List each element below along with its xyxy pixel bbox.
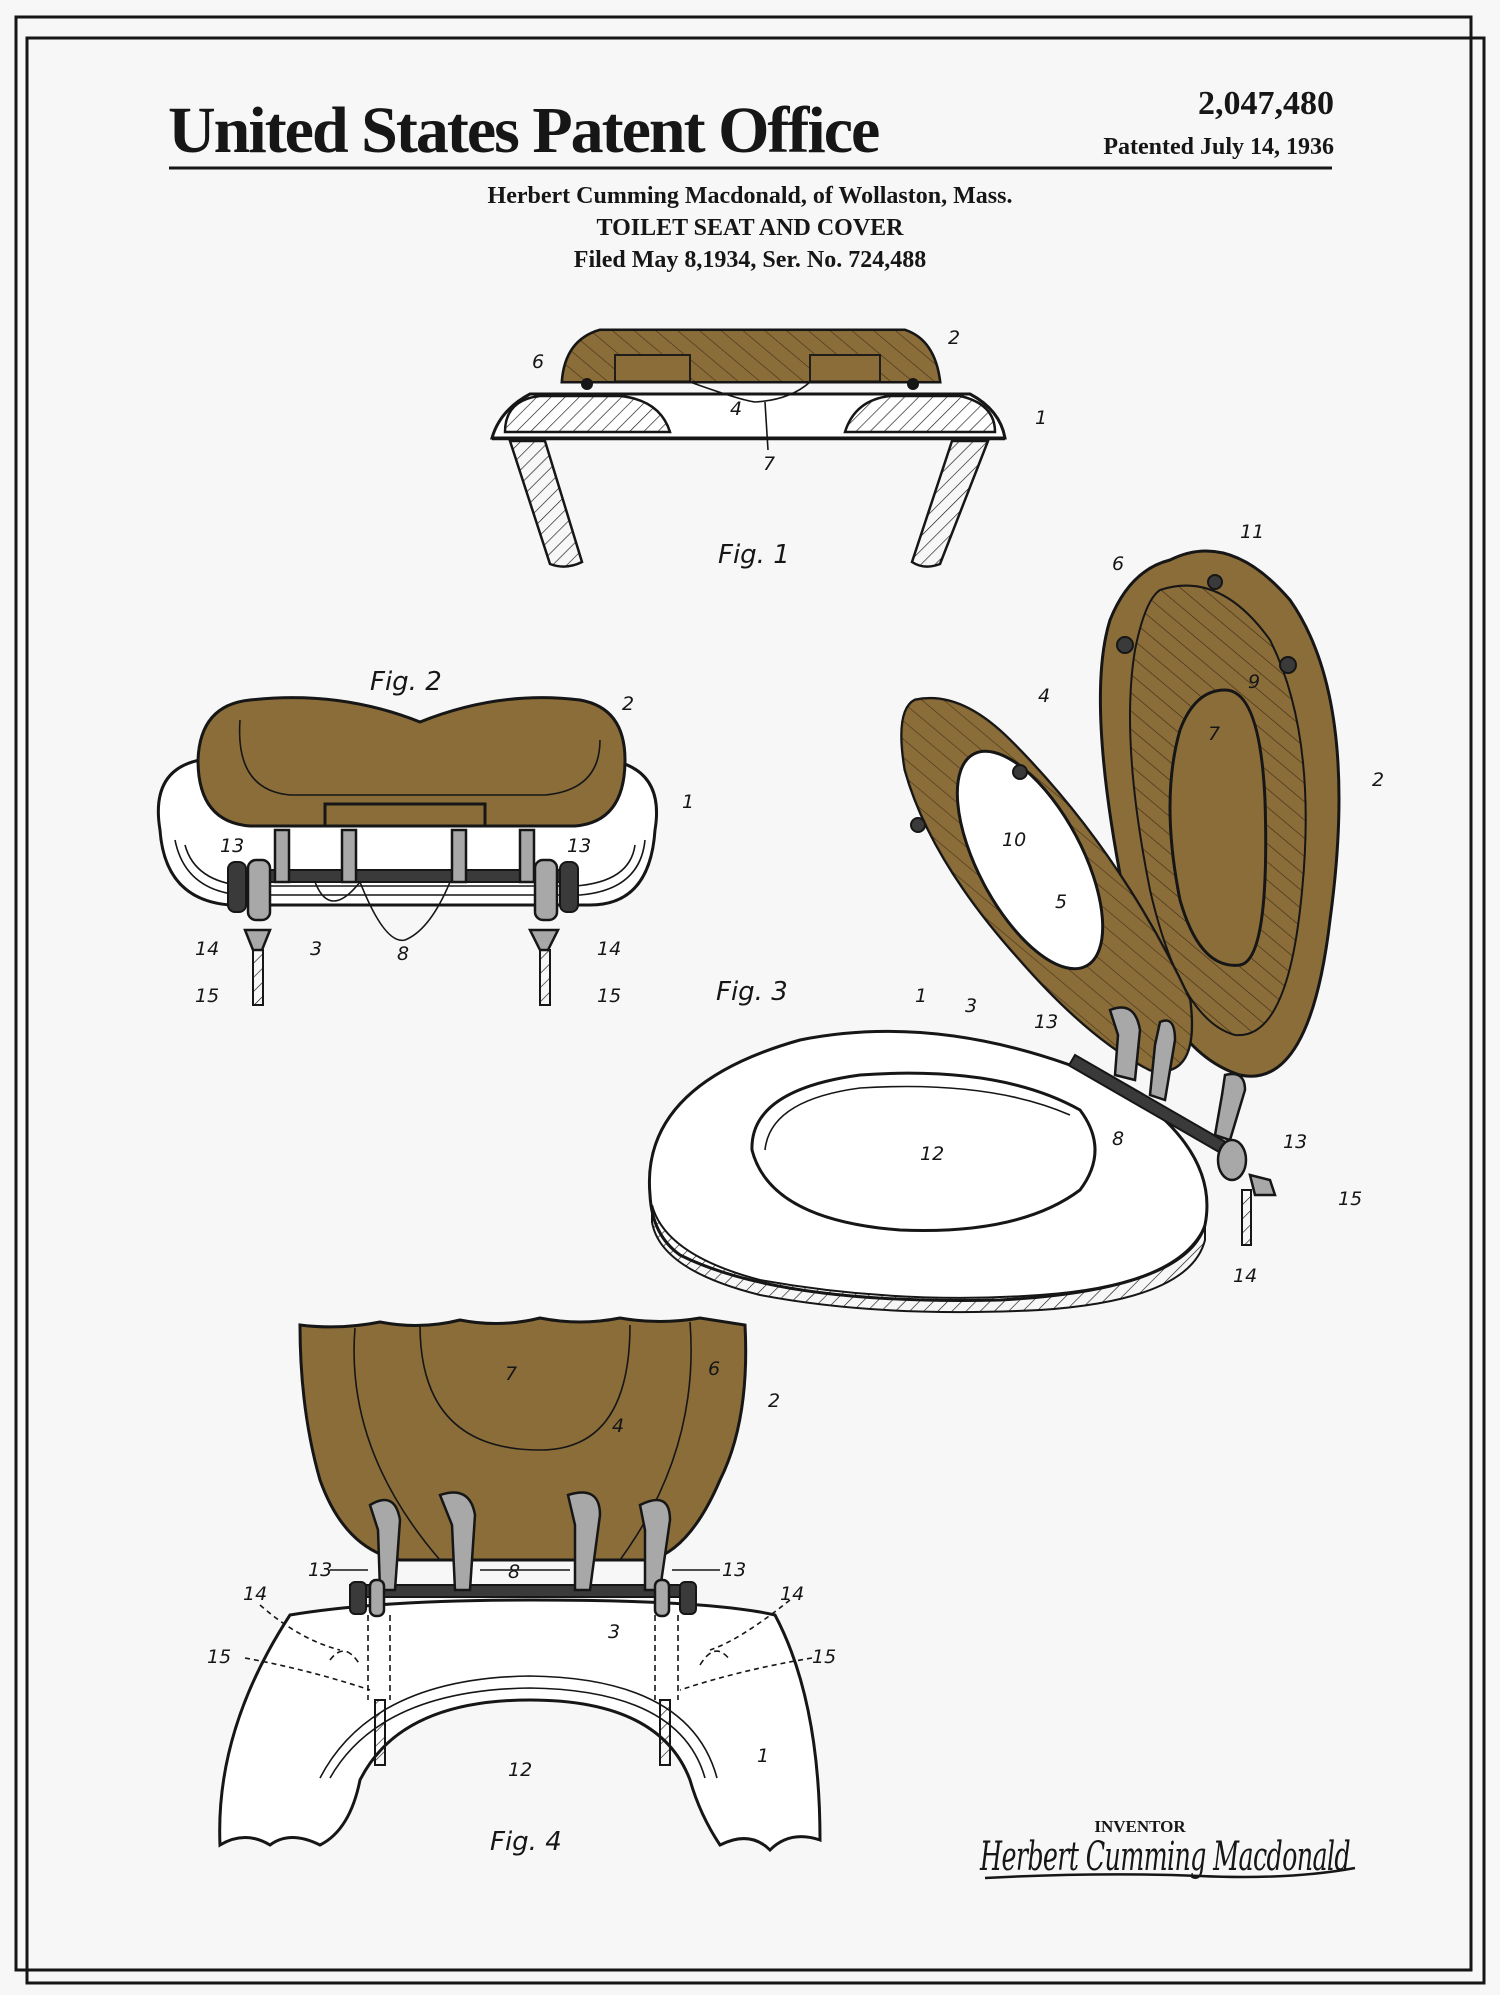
inner-border	[25, 36, 1486, 1985]
reference-numeral: 14	[243, 1583, 267, 1605]
reference-numeral: 13	[308, 1559, 332, 1581]
reference-numeral: 15	[1338, 1188, 1362, 1210]
reference-numeral: 12	[508, 1759, 532, 1781]
inventor-signature-block: Inventor Herbert Cumming Macdonald	[979, 1817, 1356, 1880]
figure-3: 11 6 4 9 7 2 10 5 1 3 13 12 8 13 15 14 F…	[647, 521, 1384, 1314]
reference-numeral: 15	[597, 985, 621, 1007]
reference-numeral: 14	[195, 938, 219, 960]
reference-numeral: 5	[1055, 891, 1067, 913]
reference-numeral: 12	[920, 1143, 944, 1165]
reference-numeral: 15	[207, 1646, 231, 1668]
reference-numeral: 14	[780, 1583, 804, 1605]
reference-numeral: 2	[948, 327, 960, 349]
reference-numeral: 3	[608, 1621, 620, 1643]
reference-numeral: 1	[757, 1745, 769, 1767]
fig2-caption: Fig. 2	[370, 667, 442, 697]
reference-numeral: 11	[1240, 521, 1264, 543]
reference-numeral: 9	[1248, 671, 1260, 693]
reference-numeral: 8	[1112, 1128, 1124, 1150]
filing-line: Filed May 8,1934, Ser. No. 724,488	[574, 247, 926, 273]
reference-numeral: 15	[812, 1646, 836, 1668]
reference-numeral: 8	[508, 1561, 520, 1583]
reference-numeral: 13	[1283, 1131, 1307, 1153]
reference-numeral: 7	[505, 1363, 517, 1385]
reference-numeral: 4	[612, 1415, 624, 1437]
reference-numeral: 13	[220, 835, 244, 857]
inventor-heading: Inventor	[1094, 1817, 1186, 1836]
figure-4: 7 6 2 4 13 8 13 14 14 3 15 15 12 1 Fig. …	[207, 1316, 836, 1857]
reference-numeral: 2	[622, 693, 634, 715]
office-title: United States Patent Office	[168, 94, 879, 167]
reference-numeral: 13	[1034, 1011, 1058, 1033]
reference-numeral: 4	[730, 398, 742, 420]
outer-border	[14, 15, 1473, 1972]
reference-numeral: 14	[597, 938, 621, 960]
figure-1: 2 6 4 1 7 Fig. 1	[490, 327, 1047, 570]
reference-numeral: 1	[1035, 407, 1047, 429]
reference-numeral: 4	[1038, 685, 1050, 707]
fig3-caption: Fig. 3	[716, 977, 788, 1007]
invention-title: TOILET SEAT AND COVER	[597, 215, 905, 241]
fig4-caption: Fig. 4	[490, 1827, 562, 1857]
reference-numeral: 6	[532, 351, 544, 373]
reference-numeral: 2	[768, 1390, 780, 1412]
reference-numeral: 14	[1233, 1265, 1257, 1287]
reference-numeral: 10	[1002, 829, 1026, 851]
reference-numeral: 3	[965, 995, 977, 1017]
reference-numeral: 15	[195, 985, 219, 1007]
patented-date: Patented July 14, 1936	[1103, 134, 1334, 160]
reference-numeral: 6	[1112, 553, 1124, 575]
reference-numeral: 6	[708, 1358, 720, 1380]
inventor-line: Herbert Cumming Macdonald, of Wollaston,…	[488, 183, 1013, 209]
reference-numeral: 7	[763, 453, 775, 475]
figure-2: Fig. 2 2 1 13 13 14 3 8 14 15 15	[156, 667, 694, 1007]
signature-name: Herbert Cumming Macdonald	[979, 1834, 1350, 1880]
fig1-caption: Fig. 1	[718, 540, 790, 570]
reference-numeral: 2	[1372, 769, 1384, 791]
reference-numeral: 13	[567, 835, 591, 857]
patent-number: 2,047,480	[1198, 85, 1334, 122]
reference-numeral: 13	[722, 1559, 746, 1581]
reference-numeral: 1	[682, 791, 694, 813]
reference-numeral: 7	[1208, 723, 1220, 745]
signature-underline-flourish	[984, 1866, 1356, 1880]
reference-numeral: 1	[915, 985, 927, 1007]
reference-numeral: 8	[397, 943, 409, 965]
reference-numeral: 3	[310, 938, 322, 960]
